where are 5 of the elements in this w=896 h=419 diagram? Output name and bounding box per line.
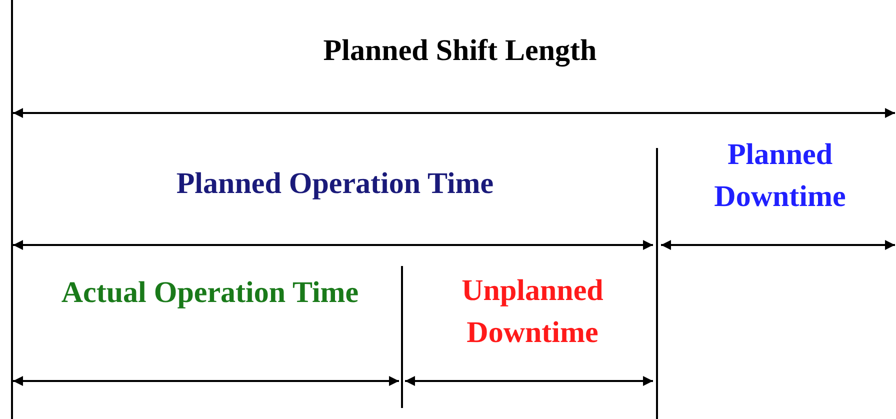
dimension-label: Planned Operation Time (175, 166, 495, 202)
dimension-label: Planned Downtime (713, 137, 847, 215)
dimension-label: Actual Operation Time (60, 275, 360, 311)
dimension-label: Planned Shift Length (322, 33, 598, 69)
dimension-label: Unplanned Downtime (460, 273, 604, 351)
